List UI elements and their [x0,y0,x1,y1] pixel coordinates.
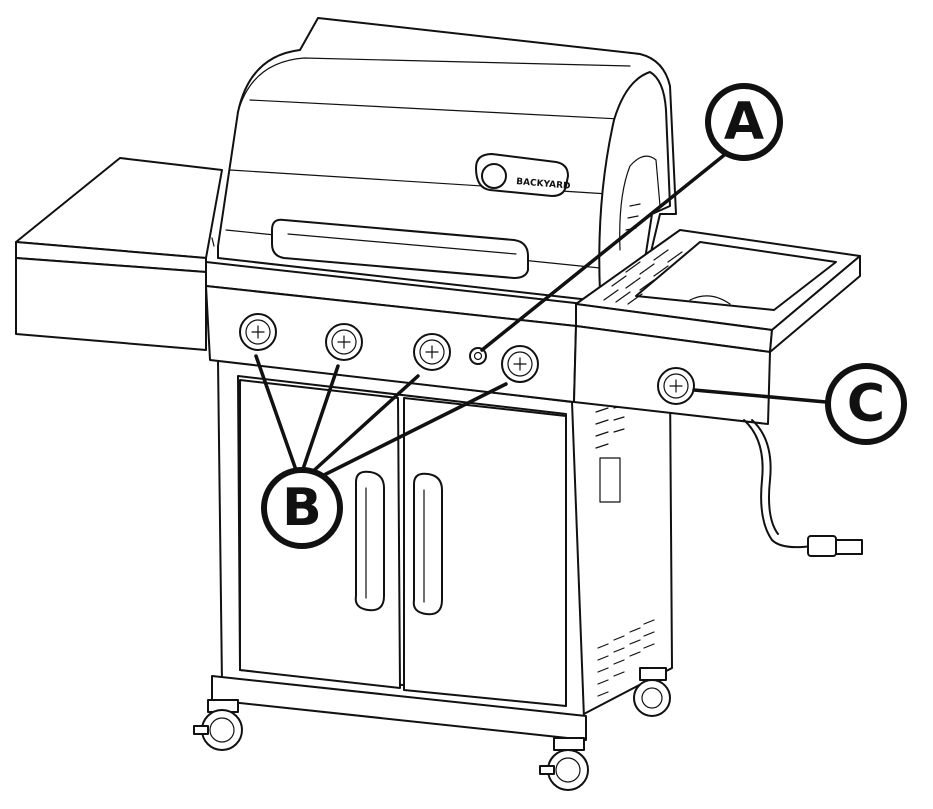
caster-rear-right [633,667,671,717]
door-handle-right [412,472,443,616]
door-handle-left [354,470,385,612]
callout-b: B [261,467,343,549]
callout-b-label: B [282,478,322,538]
main-burner-knob-3[interactable] [413,333,451,371]
lid-badge: BACKYARD [475,153,571,197]
main-burner-knob-2[interactable] [325,323,363,361]
callout-a-label: A [724,92,764,152]
leader-b-1 [254,354,298,472]
caster-front-left [193,699,243,751]
leader-b-3 [308,374,420,476]
caster-front-right [539,737,589,791]
control-panel [205,261,585,403]
callout-c: C [825,363,907,445]
right-door [403,397,567,707]
right-side-shelf [573,229,861,425]
svg-text:BACKYARD: BACKYARD [516,177,571,192]
side-vents [595,404,655,697]
leader-c [692,388,828,404]
lid-handle [271,218,529,279]
main-burner-knob-1[interactable] [239,313,277,351]
grill-lid: BACKYARD [217,17,677,301]
left-side-shelf [15,157,223,351]
igniter-button[interactable] [469,347,487,365]
callout-a: A [705,83,783,161]
leader-b-4 [316,382,508,480]
callout-leaders [254,150,828,480]
casters [193,667,671,791]
gas-hose-regulator [743,419,863,557]
leader-a [480,150,730,352]
callout-c-label: C [847,374,885,434]
side-burner-knob[interactable] [657,367,695,405]
leader-b-2 [300,364,340,474]
main-burner-knob-4[interactable] [501,345,539,383]
